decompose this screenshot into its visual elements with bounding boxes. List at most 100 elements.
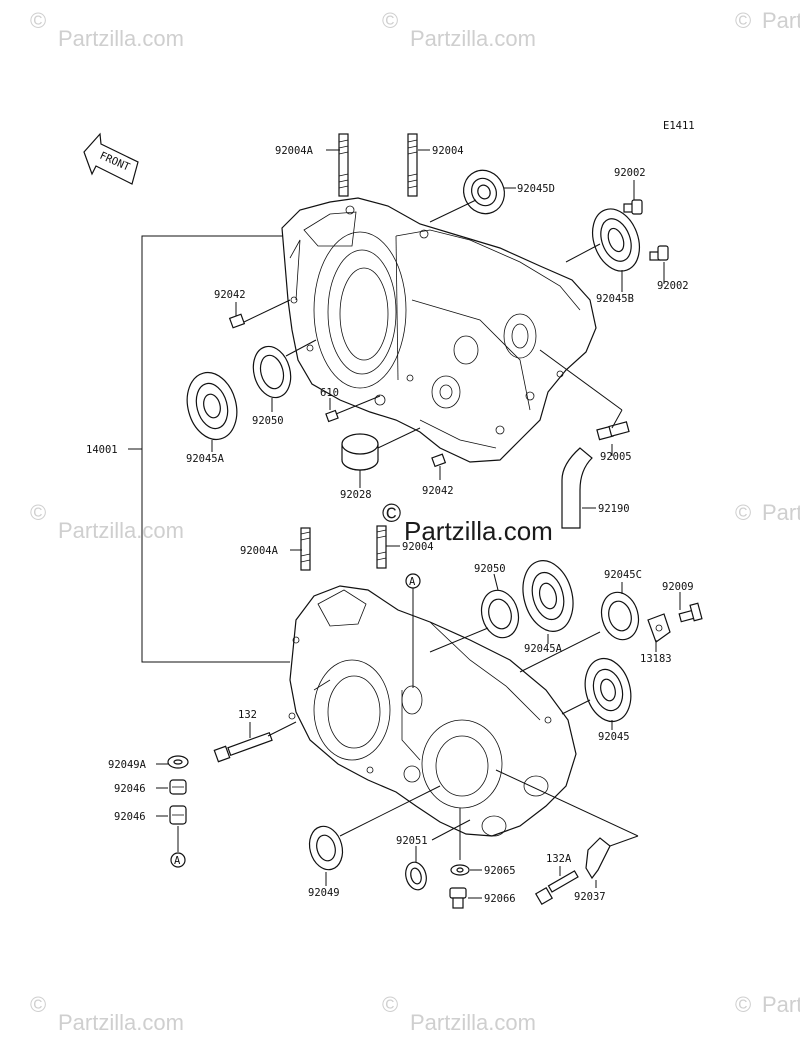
callout-a-lower: A: [170, 852, 186, 868]
svg-text:©: ©: [735, 8, 751, 33]
watermark-bottom-left: © Partzilla.com: [30, 992, 184, 1035]
watermark-bottom-right: © Partzilla.com: [735, 992, 800, 1017]
svg-text:Partzilla.com: Partzilla.com: [58, 518, 184, 543]
watermark-top-left: © Partzilla.com: [30, 8, 184, 51]
svg-text:©: ©: [382, 8, 398, 33]
svg-text:Partzilla.com: Partzilla.com: [410, 26, 536, 51]
svg-text:Partzilla.com: Partzilla.com: [762, 500, 800, 525]
plate-13183: [647, 613, 671, 643]
lower-crankcase-half: [288, 585, 577, 837]
watermark-top-right: © Partzilla.com: [735, 8, 800, 33]
label-92051: 92051: [396, 835, 428, 847]
bolt-92009: [678, 602, 703, 623]
label-92009: 92009: [662, 581, 694, 593]
collar-92028: [341, 433, 379, 471]
bearing-92045A-top: [186, 371, 238, 441]
bearing-92045: [584, 657, 632, 723]
label-92049A: 92049A: [108, 759, 147, 771]
label-92046-a: 92046: [114, 783, 146, 795]
front-arrow-icon: FRONT: [83, 132, 139, 185]
svg-text:Partzilla.com: Partzilla.com: [58, 1010, 184, 1035]
label-92190: 92190: [598, 503, 630, 515]
svg-text:©: ©: [30, 8, 46, 33]
svg-text:Partzilla.com: Partzilla.com: [404, 516, 553, 546]
washer-92049A: [167, 755, 189, 769]
svg-text:©: ©: [30, 500, 46, 525]
label-92046-b: 92046: [114, 811, 146, 823]
label-92045B: 92045B: [596, 293, 634, 305]
label-92045A-bottom: 92045A: [524, 643, 563, 655]
svg-text:Partzilla.com: Partzilla.com: [762, 8, 800, 33]
label-92004-top: 92004: [432, 145, 464, 157]
watermark-mid-left: © Partzilla.com: [30, 500, 184, 543]
bolt-132A: [534, 870, 579, 906]
svg-text:©: ©: [30, 992, 46, 1017]
bearing-92046-b: [169, 805, 187, 825]
svg-text:©: ©: [382, 992, 398, 1017]
stud-92004-top: [407, 133, 418, 197]
label-92050-bottom: 92050: [474, 563, 506, 575]
plug-92066: [449, 887, 467, 909]
label-14001: 14001: [86, 444, 118, 456]
label-92045A-top: 92045A: [186, 453, 225, 465]
fitting-92005: [596, 421, 630, 441]
upper-crankcase-half: [281, 197, 597, 463]
leader-lines: [156, 149, 681, 899]
dowel-610: [325, 409, 339, 423]
label-610: 610: [320, 387, 339, 399]
label-92004A-top: 92004A: [275, 145, 314, 157]
hose-92190: [561, 447, 593, 529]
washer-92065: [450, 864, 470, 876]
bearing-92045B: [592, 208, 640, 272]
svg-text:A: A: [174, 855, 181, 867]
watermark-group: © Partzilla.com © Partzilla.com © Partzi…: [30, 8, 800, 1035]
svg-text:Partzilla.com: Partzilla.com: [762, 992, 800, 1017]
bolt-92002-a: [623, 199, 643, 215]
clamp-92037: [585, 837, 611, 880]
svg-text:A: A: [409, 576, 416, 588]
label-92045C: 92045C: [604, 569, 642, 581]
label-92004-bottom: 92004: [402, 541, 434, 553]
watermark-top-center: © Partzilla.com: [382, 8, 536, 51]
label-92042-a: 92042: [214, 289, 246, 301]
label-92028: 92028: [340, 489, 372, 501]
label-92004A-bottom: 92004A: [240, 545, 279, 557]
label-92066: 92066: [484, 893, 516, 905]
svg-text:Partzilla.com: Partzilla.com: [410, 1010, 536, 1035]
label-132A: 132A: [546, 853, 572, 865]
dowel-92042-top: [228, 313, 246, 329]
dowel-92042-bottom: [431, 453, 447, 468]
callout-a-upper: A: [405, 573, 421, 688]
bearing-92045D: [463, 169, 505, 215]
label-92049: 92049: [308, 887, 340, 899]
svg-text:©: ©: [382, 498, 401, 528]
label-92002-b: 92002: [657, 280, 689, 292]
seal-92049: [308, 825, 344, 871]
bearing-92046-a: [169, 779, 187, 795]
seal-92050-top: [252, 345, 292, 399]
bearing-92045A-bottom: [522, 560, 574, 632]
stud-92004-bottom: [376, 525, 387, 569]
bracket-14001: [128, 235, 290, 663]
label-92037: 92037: [574, 891, 606, 903]
label-92045: 92045: [598, 731, 630, 743]
svg-text:©: ©: [735, 500, 751, 525]
label-132: 132: [238, 709, 257, 721]
diagram-code: E1411: [663, 120, 695, 132]
bolt-92002-b: [649, 245, 669, 261]
watermark-mid-right: © Partzilla.com: [735, 500, 800, 525]
stud-92004A-bottom: [300, 527, 311, 571]
part-labels: 92004A 92004 92045D 92002 92002 92045B 9…: [86, 145, 694, 905]
label-92042-b: 92042: [422, 485, 454, 497]
stud-92004A-top: [338, 133, 349, 197]
label-92050-top: 92050: [252, 415, 284, 427]
svg-text:Partzilla.com: Partzilla.com: [58, 26, 184, 51]
label-92005: 92005: [600, 451, 632, 463]
seal-92050-bottom: [480, 589, 520, 639]
svg-text:©: ©: [735, 992, 751, 1017]
bearing-92045C: [600, 591, 640, 641]
label-92065: 92065: [484, 865, 516, 877]
watermark-center: © Partzilla.com: [382, 498, 553, 546]
watermark-bottom-center: © Partzilla.com: [382, 992, 536, 1035]
